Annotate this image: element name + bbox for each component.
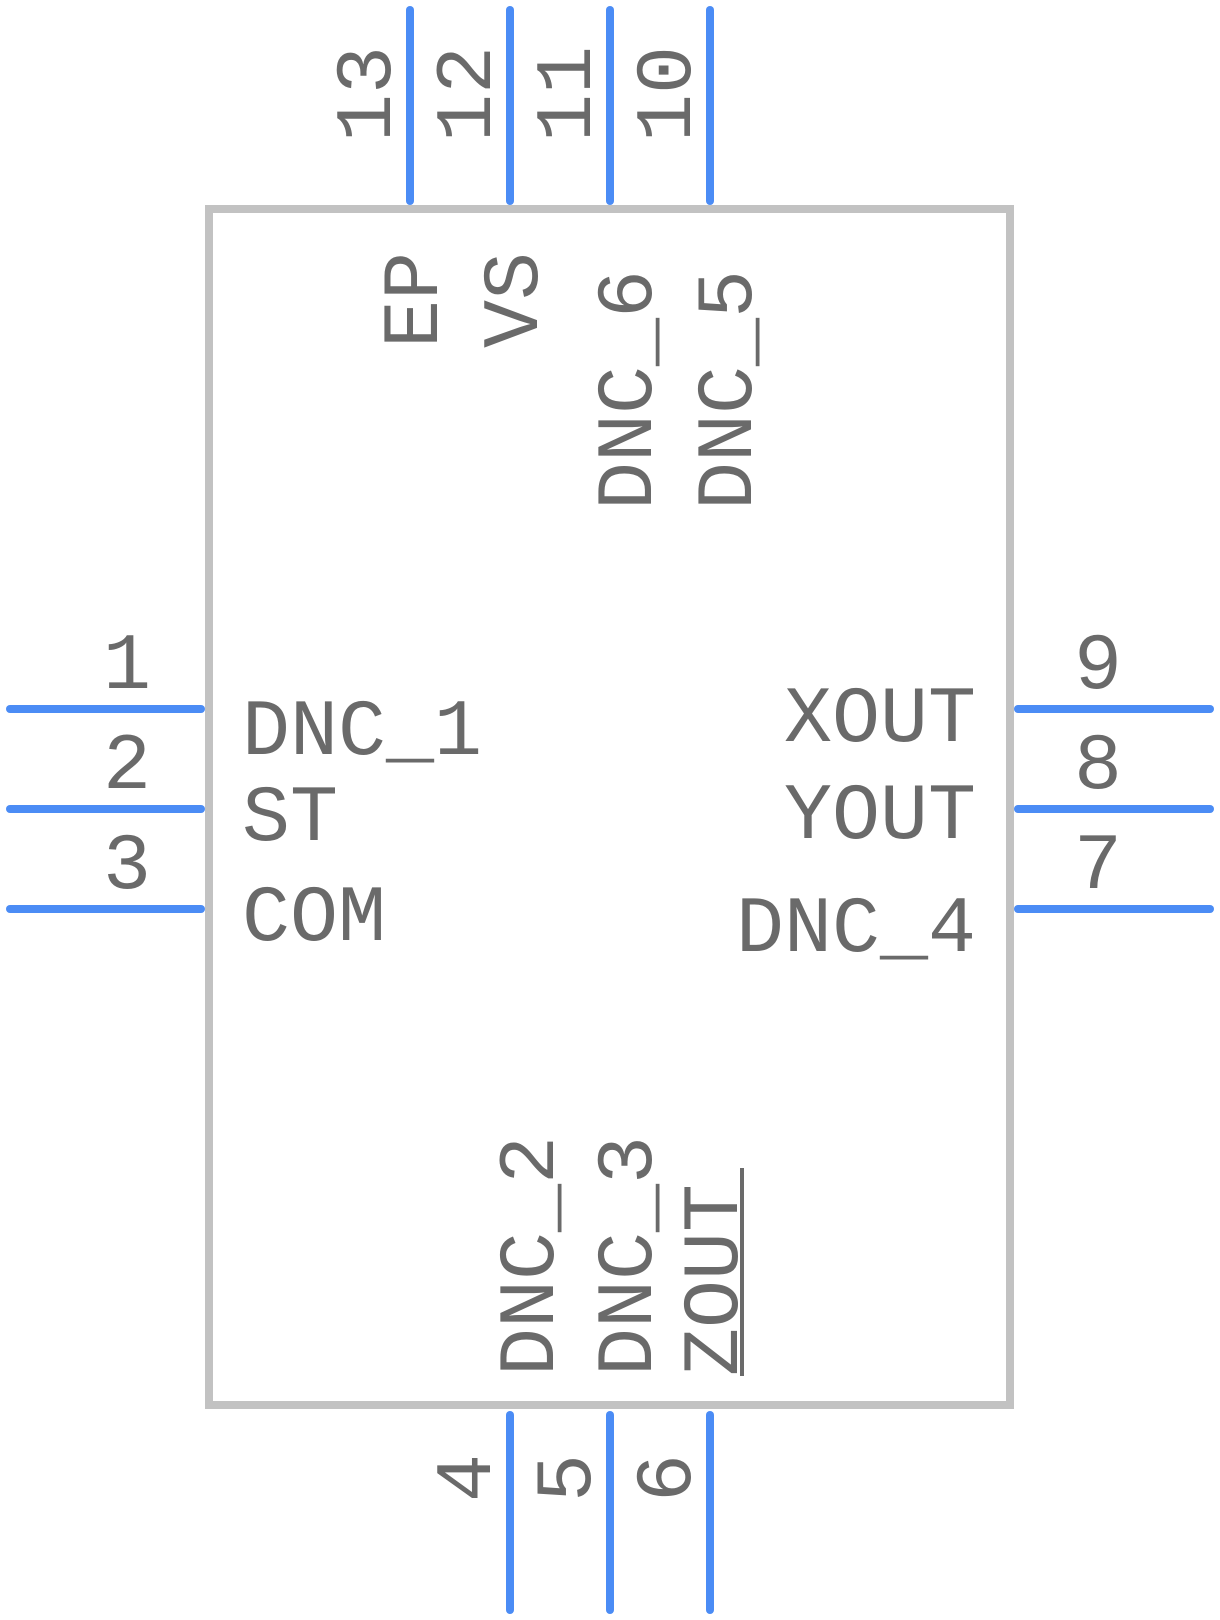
- pin-12: 12 VS: [424, 6, 562, 348]
- pin-11-number: 11: [524, 46, 615, 142]
- pin-9-number: 9: [1074, 622, 1122, 713]
- pin-5: 5 DNC_3: [524, 1136, 676, 1614]
- pin-8-number: 8: [1074, 722, 1122, 813]
- pin-4-number: 4: [424, 1454, 515, 1502]
- pin-2-number: 2: [103, 722, 151, 813]
- pin-2-name: ST: [242, 774, 338, 865]
- pin-3-number: 3: [103, 822, 151, 913]
- pin-9: 9 XOUT: [784, 622, 1214, 766]
- pin-11-name: DNC_6: [585, 270, 676, 510]
- pin-3-name: COM: [242, 874, 386, 965]
- pin-12-name: VS: [471, 252, 562, 348]
- pin-6-name: ZOUT: [671, 1184, 762, 1376]
- pin-8: 8 YOUT: [784, 722, 1214, 863]
- pin-1-name: DNC_1: [242, 688, 482, 779]
- pin-10: 10 DNC_5: [624, 6, 776, 510]
- pin-6: 6 ZOUT: [624, 1168, 762, 1614]
- component-body: [205, 205, 1014, 1409]
- pin-10-name: DNC_5: [685, 270, 776, 510]
- pin-13-number: 13: [324, 46, 415, 142]
- pin-4-name: DNC_2: [487, 1136, 578, 1376]
- pin-13: 13 EP: [324, 6, 462, 348]
- pin-11: 11 DNC_6: [524, 6, 676, 510]
- pin-10-number: 10: [624, 46, 715, 142]
- pin-5-number: 5: [524, 1454, 615, 1502]
- pin-1-number: 1: [103, 622, 151, 713]
- pin-5-name: DNC_3: [585, 1136, 676, 1376]
- pin-8-name: YOUT: [784, 772, 976, 863]
- pin-3: 3 COM: [6, 822, 386, 965]
- pin-7: 7 DNC_4: [736, 822, 1214, 976]
- pin-7-number: 7: [1074, 822, 1122, 913]
- pin-2: 2 ST: [6, 722, 338, 865]
- pin-13-name: EP: [371, 252, 462, 348]
- pin-9-name: XOUT: [784, 675, 976, 766]
- pin-7-name: DNC_4: [736, 885, 976, 976]
- pin-1: 1 DNC_1: [6, 622, 482, 779]
- pin-4: 4 DNC_2: [424, 1136, 578, 1614]
- pin-6-number: 6: [624, 1454, 715, 1502]
- pin-12-number: 12: [424, 46, 515, 142]
